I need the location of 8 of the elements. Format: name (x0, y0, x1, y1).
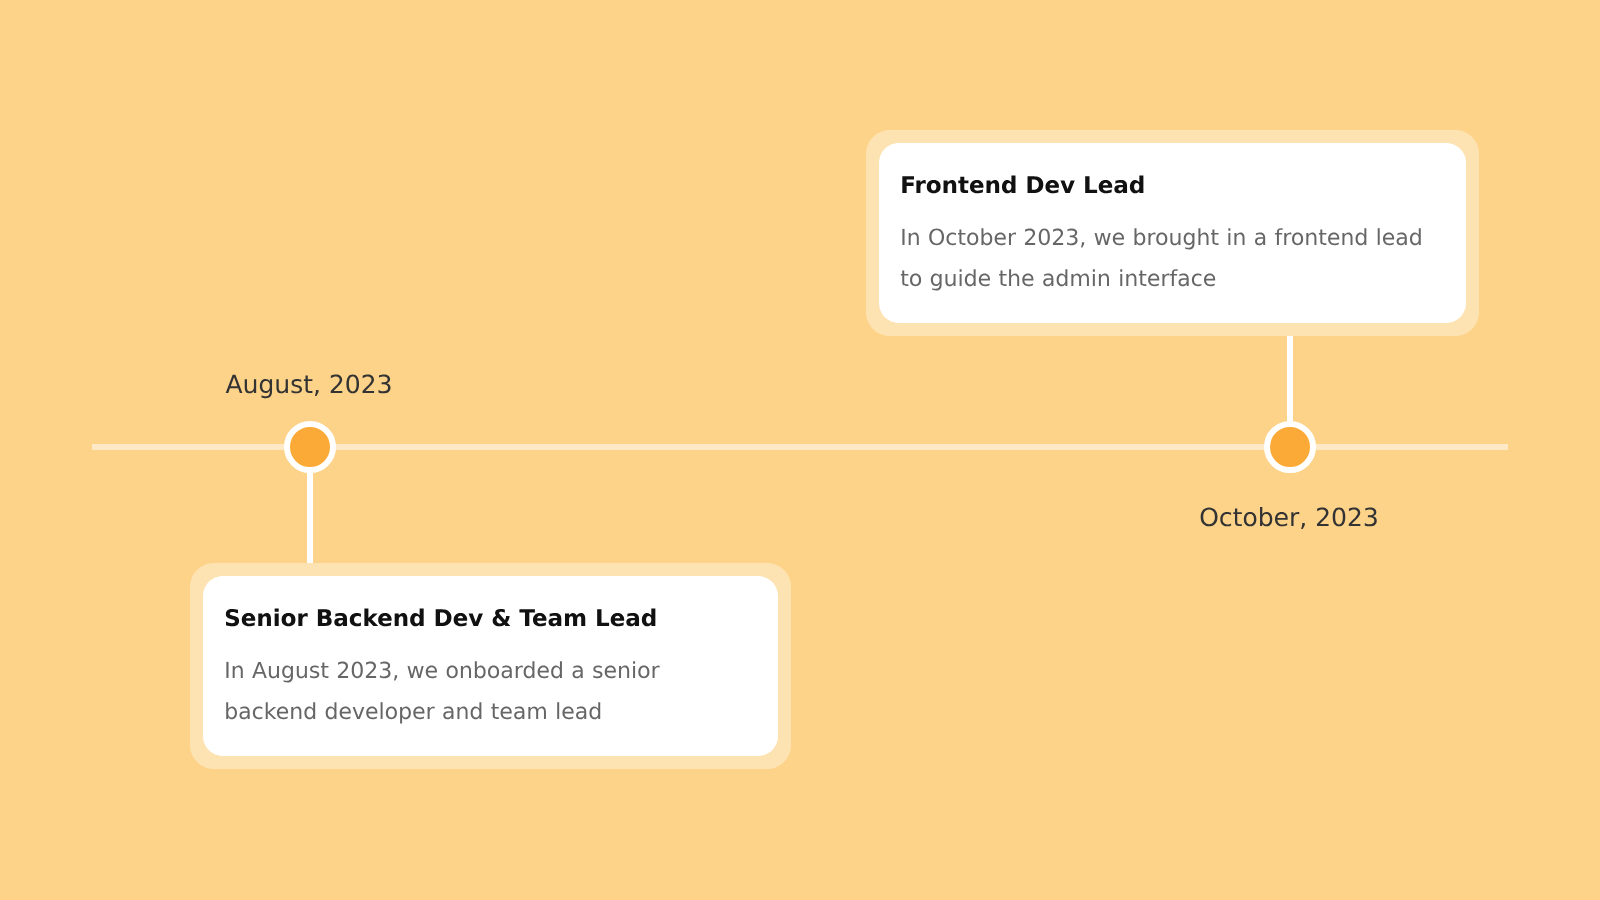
card-title: Frontend Dev Lead (902, 175, 1144, 194)
card-description: In October 2023, we brought in a frontend lead to guide the admin interface (900, 228, 1421, 291)
card-title: Senior Backend Dev & Team Lead (225, 608, 656, 627)
date-label: October, 2023 (1200, 507, 1377, 529)
date-label: August, 2023 (225, 374, 391, 399)
card (866, 130, 1479, 336)
card-description: In August 2023, we onboarded a senior backend developer and team lead (226, 661, 660, 724)
card (190, 563, 791, 769)
